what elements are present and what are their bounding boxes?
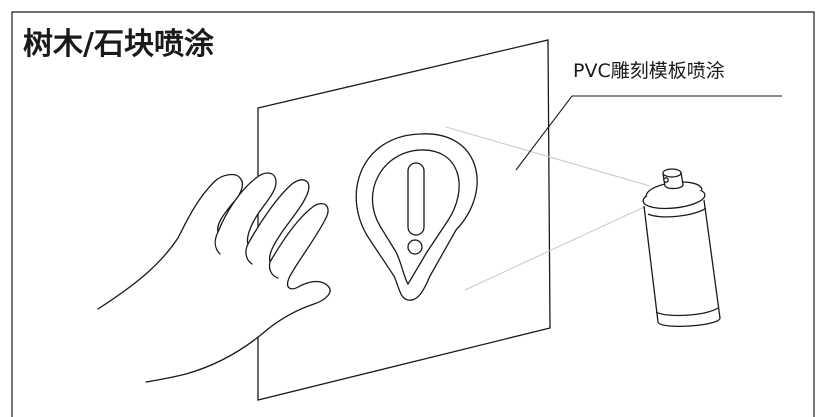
spray-can-icon xyxy=(642,169,720,326)
callout-label: PVC雕刻模板喷涂 xyxy=(573,62,725,81)
page-title: 树木/石块喷涂 xyxy=(23,30,214,60)
